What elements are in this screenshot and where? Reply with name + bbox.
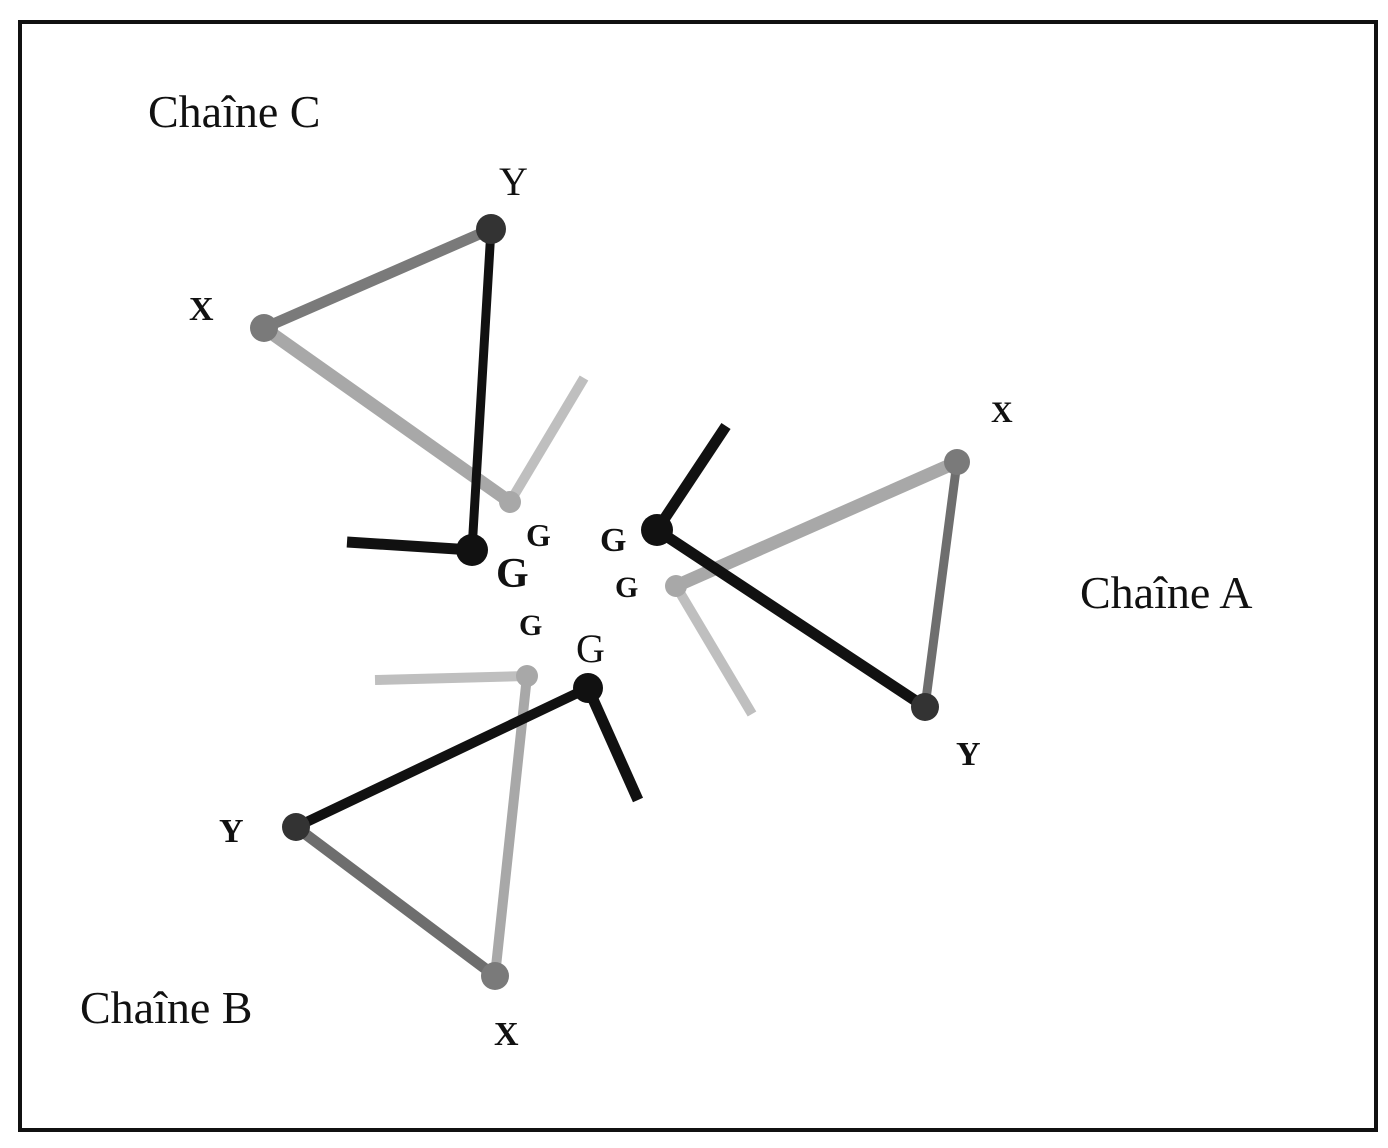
chain-c-atom-x [250, 314, 278, 342]
chain-a-atom-gback [665, 575, 687, 597]
chain-c-atom-gback [499, 491, 521, 513]
chain-b: Chaîne B Y X G G [80, 609, 644, 1053]
chain-a-label: Chaîne A [1080, 567, 1252, 618]
chain-c-atom-y-label: Y [499, 159, 528, 204]
chain-a-atom-gfront-label: G [600, 522, 626, 559]
chain-b-bond-gback-x [490, 671, 532, 981]
chain-a-atom-x [944, 449, 970, 475]
chain-b-atom-gback [516, 665, 538, 687]
chain-b-bond-gfront-y [291, 683, 593, 832]
chain-a-atom-x-label: X [991, 396, 1013, 429]
chain-c-bond-gfront-tail [346, 536, 473, 556]
chain-c-atom-gback-label: G [526, 517, 551, 553]
chain-c-atom-gfront [456, 534, 488, 566]
chain-a-atom-y-label: Y [956, 736, 981, 773]
chain-c-bond-x-gback [257, 321, 517, 509]
chain-b-atom-y-label: Y [219, 813, 244, 850]
chain-c-bond-gback-tail [505, 375, 589, 505]
chain-b-atom-x-label: X [494, 1016, 519, 1053]
chain-b-atom-gback-label: G [519, 609, 542, 642]
chain-c-bond-y-gfront [467, 224, 496, 555]
chain-c-atom-gfront-label: G [496, 551, 529, 597]
chain-a-atom-gback-label: G [615, 571, 638, 604]
chain-a-atom-y [911, 693, 939, 721]
chain-b-atom-y [282, 813, 310, 841]
chain-b-atom-gfront-label: G [576, 626, 605, 671]
chain-c: Chaîne C Y X G G [148, 86, 589, 597]
chain-a-bond-gfront-tail [652, 422, 731, 534]
chain-b-bond-gfront-tail [582, 685, 644, 803]
chain-b-label: Chaîne B [80, 982, 252, 1033]
chain-b-bond-gback-tail [374, 671, 528, 685]
chain-c-atom-y [476, 214, 506, 244]
chain-b-bond-y-x [290, 821, 501, 982]
chain-c-label: Chaîne C [148, 86, 320, 137]
chain-a-bond-x-y [920, 457, 962, 712]
chain-b-atom-gfront [573, 673, 603, 703]
chain-a-atom-gfront [641, 514, 673, 546]
chain-a-bond-x-gback [669, 455, 964, 593]
chain-a-bond-gfront-y [651, 524, 931, 713]
chain-c-atom-x-label: X [189, 291, 214, 328]
chain-a: Chaîne A X Y G G [600, 396, 1252, 773]
chain-a-bond-gback-tail [671, 583, 757, 717]
chain-b-atom-x [481, 962, 509, 990]
chain-c-bond-x-y [258, 223, 497, 334]
